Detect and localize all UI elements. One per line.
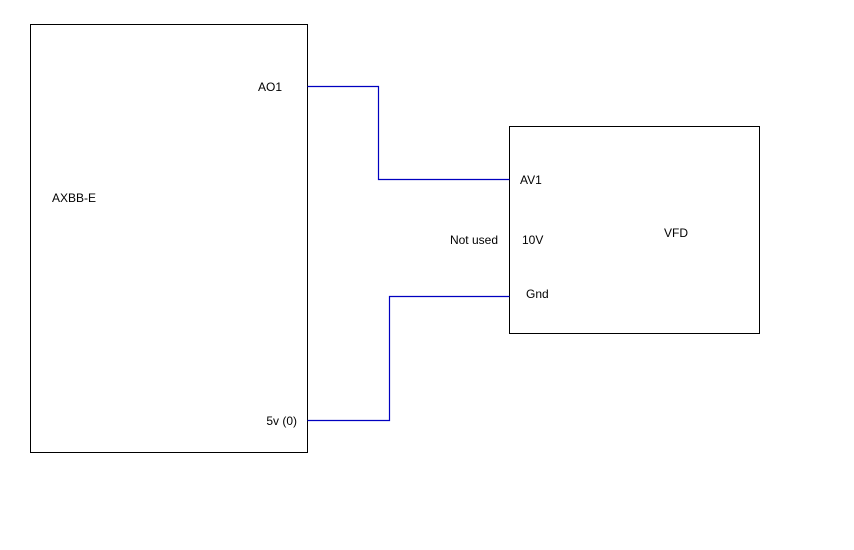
axbb-e-title: AXBB-E [52, 191, 96, 205]
pin-label-ao1: AO1 [258, 80, 282, 94]
not-used-annotation: Not used [450, 233, 498, 247]
wire-ao1-to-av1 [307, 85, 510, 181]
axbb-e-block: AXBB-E AO1 5v (0) [30, 24, 308, 453]
vfd-box [509, 126, 760, 334]
vfd-title: VFD [664, 226, 688, 240]
wire-5v-to-gnd [307, 295, 510, 422]
pin-label-gnd: Gnd [526, 287, 549, 301]
pin-label-av1: AV1 [520, 173, 542, 187]
pin-label-5v: 5v (0) [266, 414, 297, 428]
pin-label-10v: 10V [522, 233, 543, 247]
vfd-block: VFD AV1 10V Gnd [509, 126, 760, 334]
axbb-e-box [30, 24, 308, 453]
